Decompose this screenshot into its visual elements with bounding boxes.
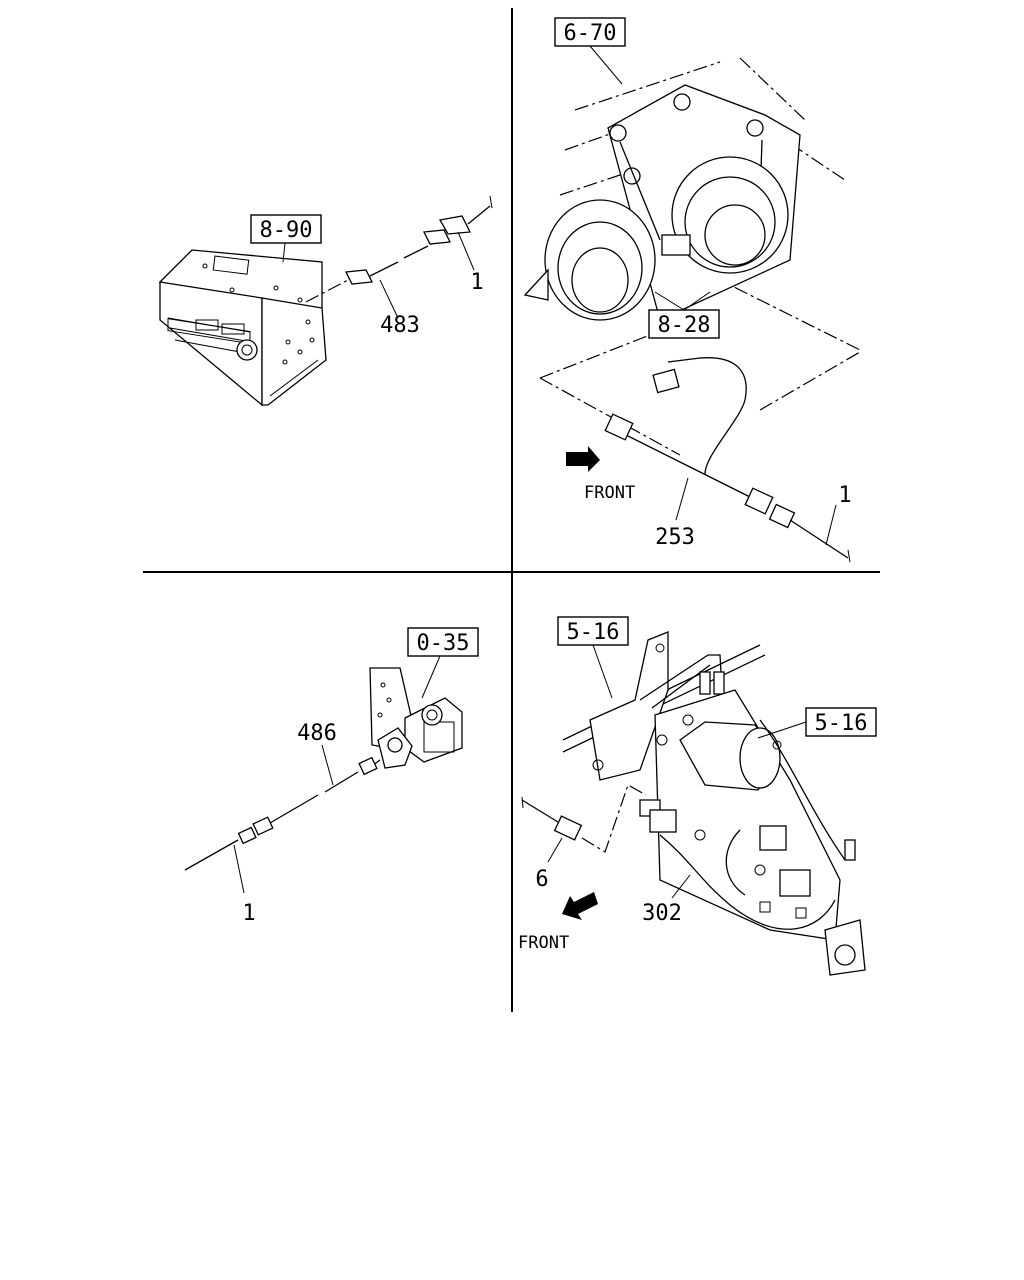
ref-label-5-16-left: 5-16 (567, 620, 620, 645)
callout-483: 483 (380, 313, 420, 338)
panel-bottom-left: 0-35 486 1 (184, 627, 479, 926)
callout-253: 253 (655, 525, 695, 550)
ref-box-6-70 (554, 17, 626, 47)
ref-box-8-90 (250, 214, 322, 244)
front-arrow-icon (566, 446, 600, 472)
ref-label-8-90: 8-90 (260, 218, 313, 243)
callout-1-top-left: 1 (470, 270, 483, 295)
radio-unit-illustration (158, 249, 327, 407)
front-label-top: FRONT (584, 483, 635, 503)
ref-label-6-70: 6-70 (564, 21, 617, 46)
callout-486: 486 (297, 721, 337, 746)
quadrant-dividers (143, 8, 880, 1012)
harness-483-illustration (305, 195, 493, 303)
panel-top-right: 6-70 8-28 FRONT 253 1 (523, 17, 861, 563)
horn-right-illustration (661, 156, 789, 274)
ref-label-5-16-right: 5-16 (815, 711, 868, 736)
ref-box-8-28 (648, 309, 720, 339)
callout-1-bottom-left: 1 (242, 901, 255, 926)
panel-bottom-right: 5-16 5-16 6 302 FRONT (518, 616, 877, 976)
ref-label-0-35: 0-35 (417, 631, 470, 656)
ref-box-0-35 (407, 627, 479, 657)
harness-6-illustration (521, 784, 647, 853)
front-label-bottom: FRONT (518, 933, 569, 953)
callout-6: 6 (535, 867, 548, 892)
harness-253-illustration (604, 357, 851, 563)
brake-unit-illustration (562, 631, 866, 976)
ref-label-8-28: 8-28 (658, 313, 711, 338)
panel-top-left: 8-90 483 1 (158, 195, 493, 407)
switch-bracket-illustration (369, 667, 463, 769)
front-arrow-icon (562, 892, 598, 920)
callout-1-top-right: 1 (838, 483, 851, 508)
harness-486-illustration (184, 756, 381, 871)
horn-left-illustration (523, 199, 656, 321)
callout-302: 302 (642, 901, 682, 926)
